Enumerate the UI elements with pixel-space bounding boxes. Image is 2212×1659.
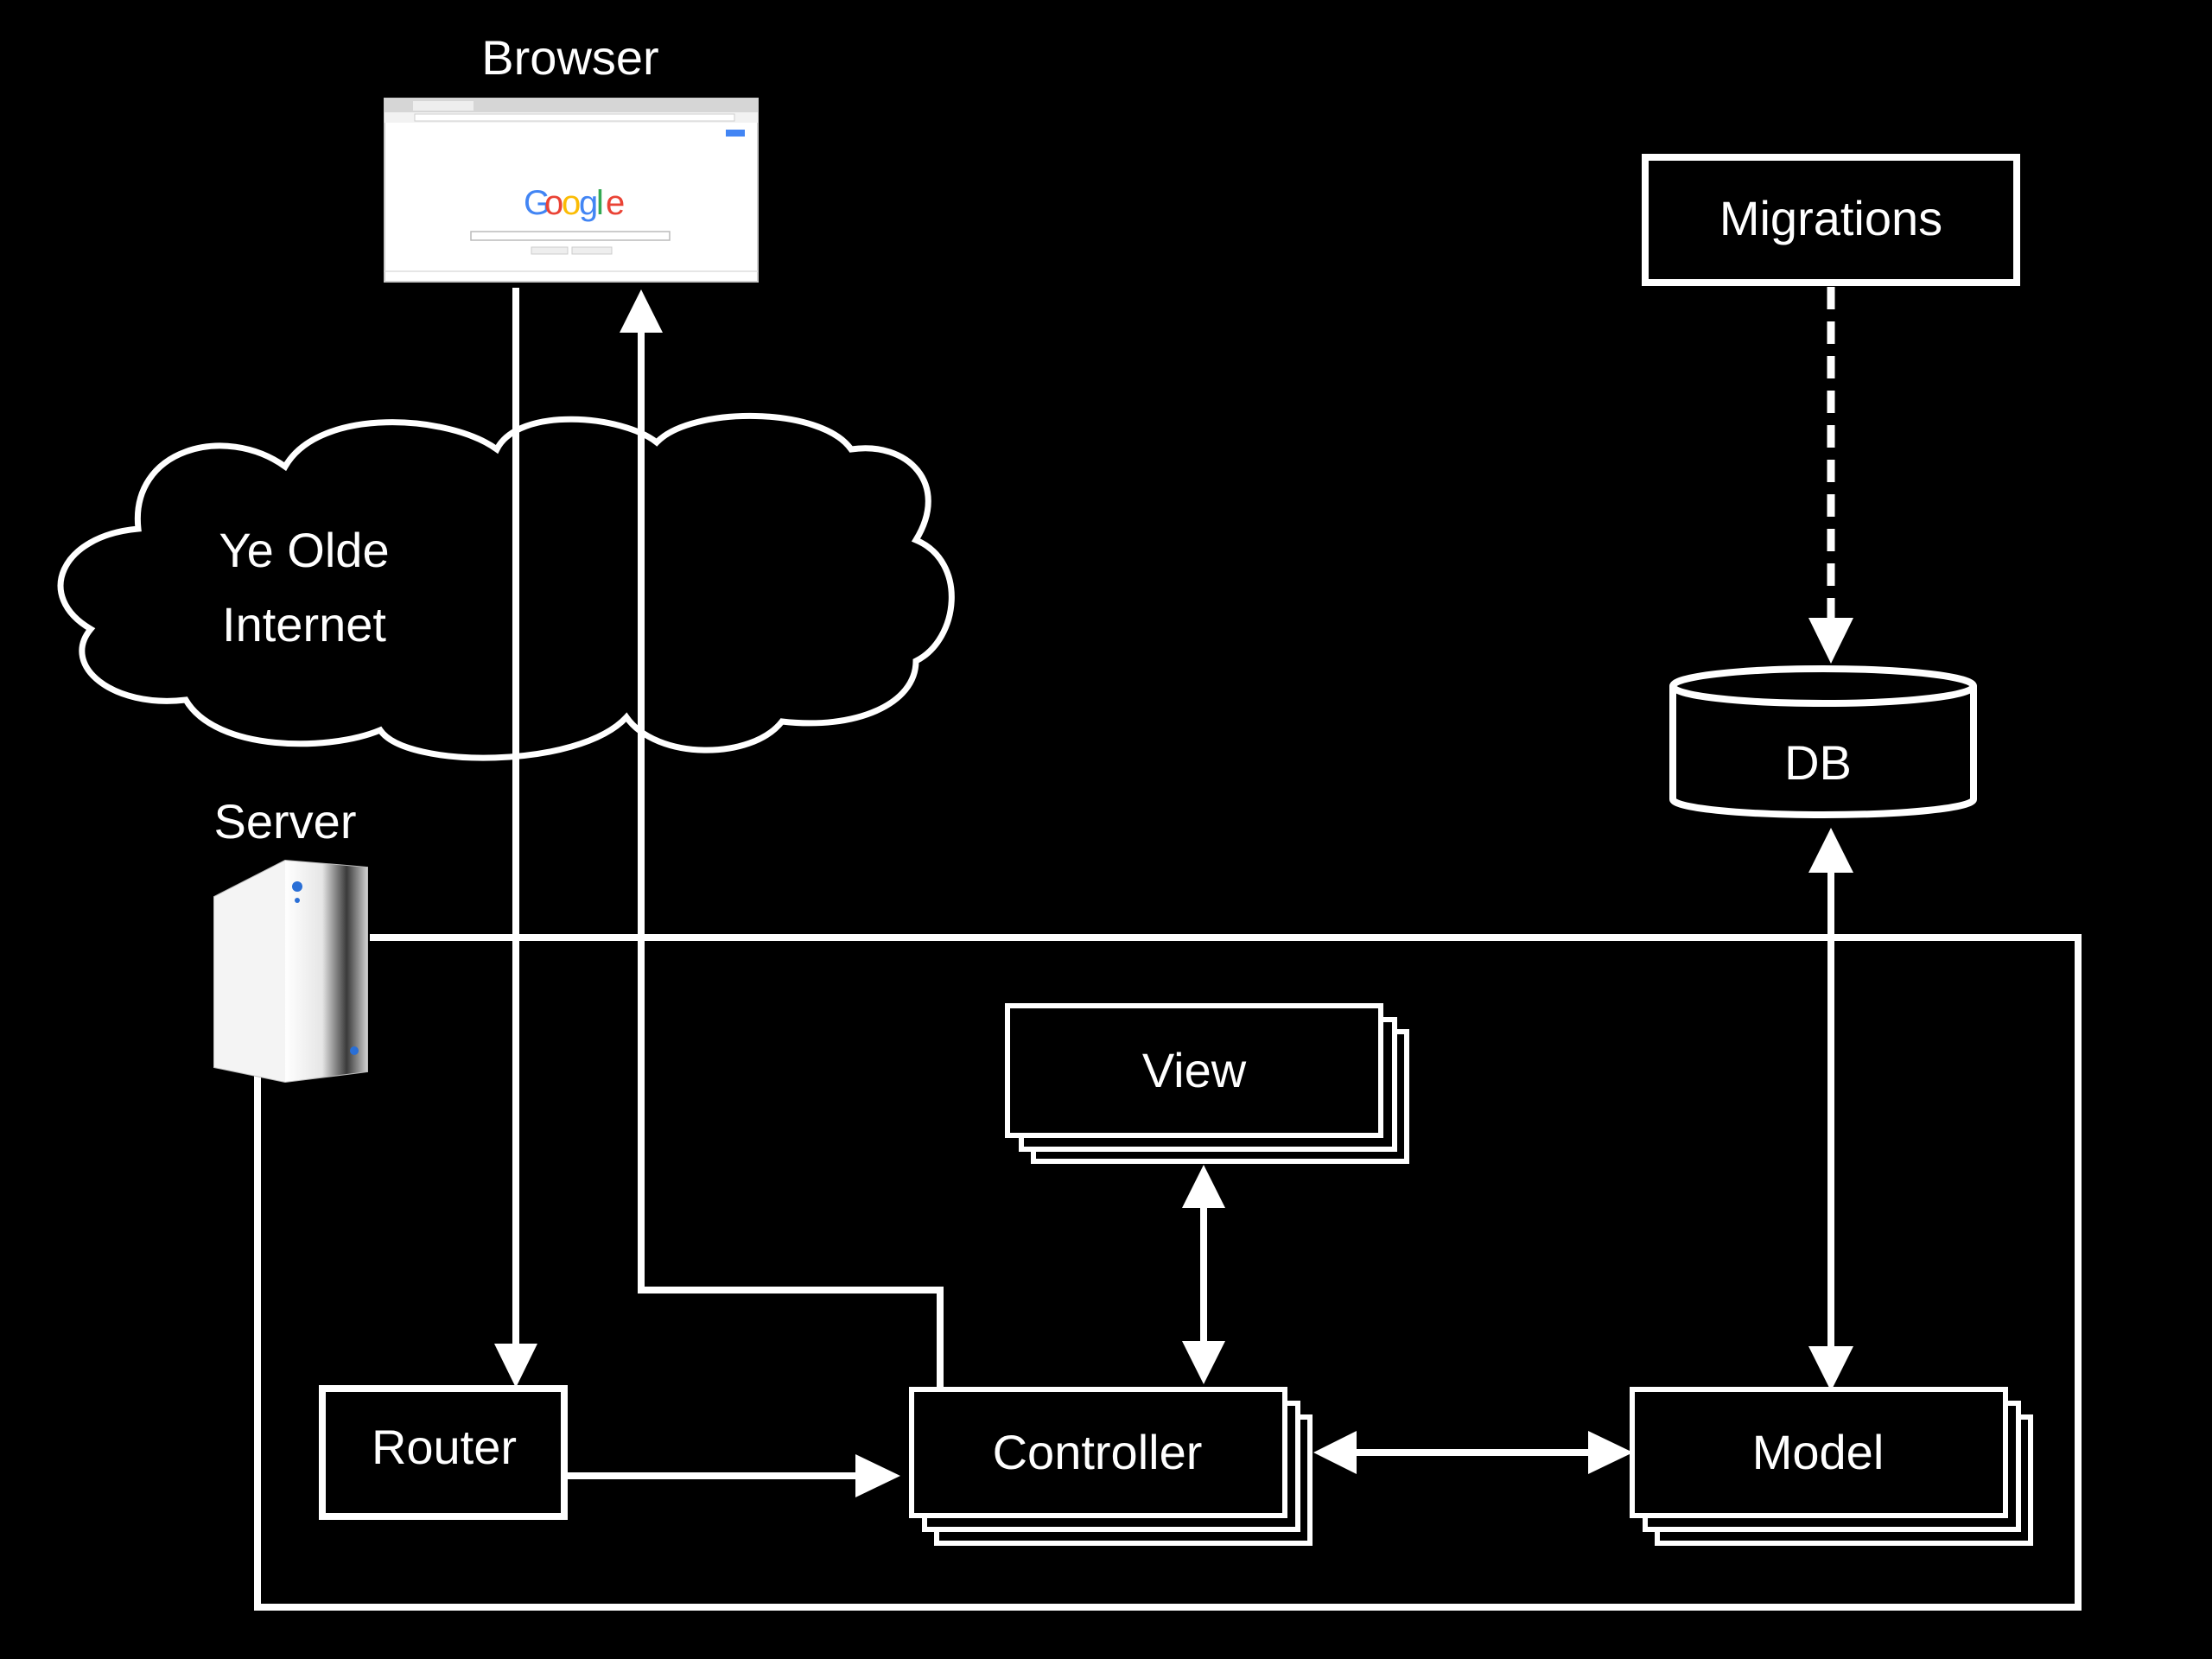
server-tower-icon [213, 859, 368, 1084]
model-box [1630, 1387, 2033, 1546]
view-box [1005, 1003, 1409, 1164]
view-label: View [1142, 1043, 1247, 1097]
database-cylinder-icon [1669, 665, 1977, 818]
router-box [319, 1385, 568, 1520]
google-logo-l: l [596, 184, 604, 222]
server-boundary [254, 934, 2082, 1611]
google-logo-e: e [606, 184, 625, 222]
server-label: Server [214, 794, 357, 849]
router-label: Router [372, 1420, 517, 1474]
controller-to-browser-arrow [638, 333, 944, 1387]
model-label: Model [1752, 1425, 1885, 1479]
google-logo-o1: o [544, 184, 563, 222]
browser-window-icon: G o o g l e [384, 98, 759, 283]
migrations-box [1642, 154, 2020, 286]
google-logo-g2: g [579, 184, 598, 222]
controller-box [909, 1387, 1313, 1546]
google-logo-o2: o [562, 184, 581, 222]
cloud-label-line2: Internet [222, 597, 386, 652]
browser-label: Browser [481, 30, 658, 85]
google-logo-g1: G [524, 184, 550, 222]
controller-label: Controller [993, 1425, 1203, 1479]
cloud-label-line1: Ye Olde [219, 523, 389, 577]
db-label: DB [1784, 735, 1852, 790]
migrations-label: Migrations [1719, 191, 1942, 245]
cloud-shape [57, 412, 955, 761]
